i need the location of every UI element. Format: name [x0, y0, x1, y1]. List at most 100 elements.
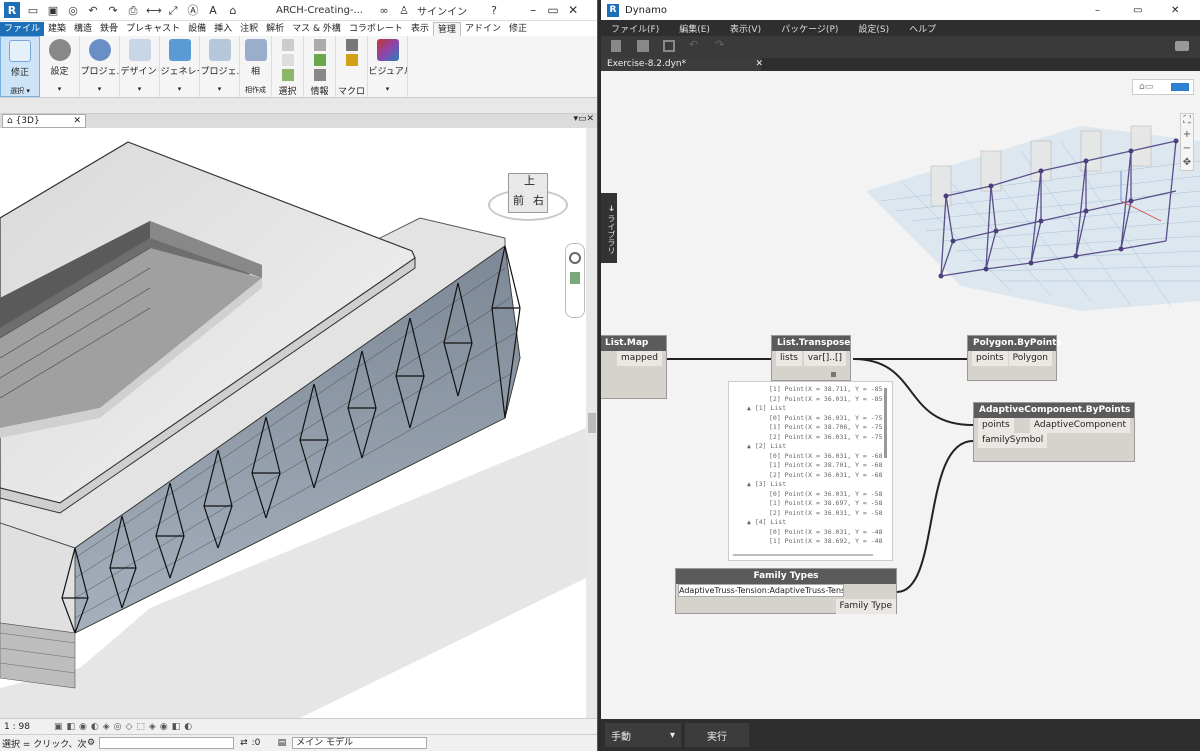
camera-icon[interactable] — [1175, 41, 1189, 51]
tab-massing[interactable]: マス & 外構 — [292, 24, 341, 34]
select-icon[interactable] — [281, 39, 294, 51]
viewcube-front[interactable]: 前 — [513, 194, 524, 207]
sign-in-link[interactable]: サインイン — [417, 6, 468, 18]
output-port-mapped[interactable]: mapped — [617, 351, 662, 366]
preview-scrollbar[interactable] — [884, 388, 887, 458]
viewcube-right[interactable]: 右 — [533, 194, 544, 207]
steering-wheel-icon[interactable] — [569, 252, 581, 264]
warnings-icon[interactable] — [313, 54, 326, 66]
tag-icon[interactable]: Ⓐ — [187, 3, 199, 17]
zoom-in-icon[interactable]: + — [1182, 129, 1192, 140]
view-scale[interactable]: 1 : 98 — [4, 721, 30, 732]
tab-structure[interactable]: 構造 — [74, 24, 93, 34]
help-icon[interactable]: ? — [491, 3, 498, 17]
graph-canvas[interactable]: ➜ ライブラリ ⌂▭ ⛶ + − ✥ List.Map mapped List.… — [601, 71, 1200, 719]
worksharing-icon[interactable]: ⇄ — [240, 738, 248, 748]
visual-programming-button[interactable]: ビジュアル...▾ — [368, 36, 408, 97]
print-icon[interactable]: ⎙ — [128, 3, 138, 17]
menu-packages[interactable]: パッケージ(P) — [781, 24, 839, 35]
workset-dropdown[interactable] — [99, 737, 235, 749]
new-file-icon[interactable] — [611, 40, 621, 52]
tab-modify[interactable]: 修正 — [508, 24, 527, 34]
binoculars-icon[interactable]: ∞ — [379, 3, 389, 17]
manage-project-button[interactable]: プロジェ...▾ — [200, 36, 240, 97]
macro-manager-icon[interactable] — [345, 39, 358, 51]
project-location-button[interactable]: プロジェ...▾ — [80, 36, 120, 97]
review-icon[interactable] — [313, 69, 326, 81]
generative-design-button[interactable]: ジェネレー...▾ — [160, 36, 200, 97]
node-family-types[interactable]: Family Types AdaptiveTruss-Tension:Adapt… — [675, 568, 897, 614]
modify-button[interactable]: 修正選択 ▾ — [0, 36, 40, 97]
sync-icon[interactable]: ◎ — [68, 3, 78, 17]
view-toggle[interactable]: ⌂▭ — [1132, 79, 1194, 95]
minimize-button[interactable]: – — [530, 3, 537, 17]
tab-systems[interactable]: 設備 — [188, 24, 207, 34]
tab-architecture[interactable]: 建築 — [48, 24, 67, 34]
design-option-field[interactable]: メイン モデル — [292, 737, 428, 749]
run-button[interactable]: 実行 — [685, 723, 749, 747]
close-button[interactable]: ✕ — [1171, 4, 1180, 16]
select-panel-label[interactable]: 選択 ▾ — [10, 87, 30, 95]
menu-edit[interactable]: 編集(E) — [679, 24, 710, 35]
macro-security-icon[interactable] — [345, 54, 358, 66]
phases-button[interactable]: 相相作成 — [240, 36, 272, 97]
save-icon[interactable]: ▣ — [47, 3, 59, 17]
measure-icon[interactable]: ⟷ — [146, 3, 162, 17]
3d-viewport[interactable]: 上 前 右 — [0, 128, 586, 718]
minimize-button[interactable]: – — [1095, 4, 1100, 16]
tab-collaborate[interactable]: コラボレート — [348, 24, 403, 34]
tab-view[interactable]: 表示 — [410, 24, 429, 34]
graph-view-icon[interactable] — [1171, 83, 1189, 91]
tab-file[interactable]: ファイル — [0, 22, 45, 36]
revit-logo[interactable]: R — [4, 2, 20, 18]
undo-icon[interactable]: ↶ — [689, 38, 699, 51]
open-icon[interactable]: ▭ — [27, 3, 39, 17]
ids-icon[interactable] — [313, 39, 326, 51]
text-icon[interactable]: A — [209, 3, 217, 17]
edit-icon[interactable] — [281, 69, 294, 81]
viewcube[interactable]: 上 前 右 — [488, 173, 570, 225]
vertical-scrollbar[interactable] — [586, 128, 597, 718]
input-port-lists[interactable]: lists — [776, 351, 802, 366]
tab-insert[interactable]: 挿入 — [214, 24, 233, 34]
tab-steel[interactable]: 鉄骨 — [100, 24, 119, 34]
view-dropdown-icon[interactable]: ▾▭✕ — [573, 114, 594, 124]
geometry-view-icon[interactable]: ⌂▭ — [1139, 82, 1154, 92]
input-port-points[interactable]: points — [972, 351, 1008, 366]
undo-icon[interactable]: ↶ — [88, 3, 98, 17]
viewcube-top[interactable]: 上 — [524, 174, 535, 187]
output-port-var[interactable]: var[]..[] — [803, 351, 846, 366]
output-port-polygon[interactable]: Polygon — [1008, 351, 1052, 366]
menu-file[interactable]: ファイル(F) — [611, 24, 660, 35]
tab-addins[interactable]: アドイン — [464, 24, 501, 34]
zoom-region-icon[interactable] — [570, 272, 580, 284]
settings-button[interactable]: 設定▾ — [40, 36, 80, 97]
load-icon[interactable] — [281, 54, 294, 66]
pan-icon[interactable]: ✥ — [1182, 157, 1192, 168]
tab-precast[interactable]: プレキャスト — [126, 24, 181, 34]
tab-annotate[interactable]: 注釈 — [240, 24, 259, 34]
redo-icon[interactable]: ↷ — [715, 38, 725, 51]
preview-hscrollbar[interactable] — [733, 554, 873, 556]
maximize-button[interactable]: ▭ — [1133, 4, 1143, 16]
design-option-icon[interactable]: ▤ — [277, 738, 287, 748]
menu-help[interactable]: ヘルプ — [909, 24, 937, 35]
3d-view-icon[interactable]: ⌂ — [229, 3, 237, 17]
output-port-adaptive-component[interactable]: AdaptiveComponent — [1029, 418, 1130, 433]
node-preview-bubble[interactable]: [1] Point(X = 38.711, Y = -85 [2] Point(… — [728, 381, 893, 561]
close-button[interactable]: ✕ — [568, 3, 579, 17]
menu-view[interactable]: 表示(V) — [729, 24, 762, 35]
close-tab-icon[interactable]: ✕ — [755, 59, 763, 69]
tab-analyze[interactable]: 解析 — [266, 24, 285, 34]
fit-view-icon[interactable]: ⛶ — [1183, 115, 1191, 126]
workset-icon[interactable]: ⚙ — [87, 738, 96, 748]
family-type-dropdown[interactable]: AdaptiveTruss-Tension:AdaptiveTruss-Tens… — [678, 584, 844, 597]
input-port-family-symbol[interactable]: familySymbol — [978, 433, 1048, 448]
redo-icon[interactable]: ↷ — [108, 3, 118, 17]
dimension-icon[interactable]: ⤢ — [168, 3, 178, 17]
view-tab-3d[interactable]: ⌂ {3D}✕ — [2, 114, 86, 128]
open-file-icon[interactable] — [637, 40, 649, 52]
